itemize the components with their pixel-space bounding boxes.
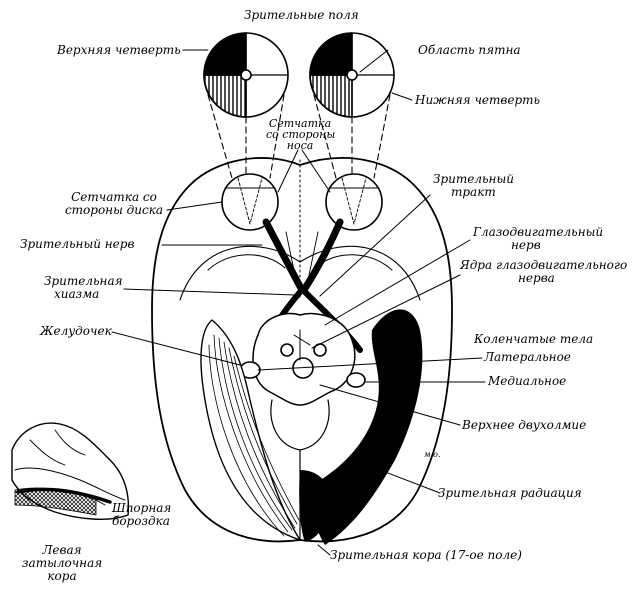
label-optic-tract-line1: Зрительный [433, 172, 514, 186]
label-geniculate-bodies: Коленчатые тела [474, 332, 594, 346]
lateral-ventricle [200, 319, 301, 541]
left-visual-field-circle [203, 32, 289, 118]
right-optic-radiation [311, 309, 423, 545]
label-temporal-retina-line1: Сетчатка со [71, 190, 157, 204]
label-calcarine-sulcus-line2: бороздка [112, 514, 170, 528]
label-nasal-retina-line2: со стороны [266, 128, 336, 141]
label-optic-chiasm-line1: Зрительная [44, 274, 123, 288]
title-visual-fields: Зрительные поля [244, 8, 359, 22]
label-left-occipital-line2: затылочная [22, 556, 103, 570]
label-calcarine-sulcus-line1: Шпорная [112, 501, 172, 515]
label-optic-chiasm-line2: хиазма [54, 287, 100, 301]
right-eyeball [325, 173, 383, 231]
label-optic-nerve: Зрительный нерв [20, 237, 135, 251]
label-visual-cortex: Зрительная кора (17-ое поле) [330, 548, 522, 562]
label-optic-chiasm: Зрительная хиазма [44, 275, 123, 301]
label-nasal-retina-line3: носа [286, 139, 314, 152]
label-calcarine-sulcus: Шпорная бороздка [112, 502, 171, 528]
right-visual-cortex [299, 470, 330, 542]
label-left-occipital-line1: Левая [42, 543, 82, 557]
label-nasal-retina: Сетчатка со стороны носа [266, 117, 336, 152]
label-nasal-retina-line1: Сетчатка [268, 117, 332, 130]
artist-signature: м.о. [424, 450, 441, 459]
label-optic-radiation: Зрительная радиация [438, 486, 582, 500]
label-left-occipital-line3: кора [47, 569, 77, 583]
medial-geniculate-body [346, 372, 366, 388]
label-optic-tract: Зрительный тракт [433, 173, 514, 199]
occipital-inset [11, 422, 130, 520]
label-temporal-retina: Сетчатка со стороны диска [62, 191, 166, 217]
label-temporal-retina-line2: стороны диска [64, 203, 164, 217]
label-ventricle: Желудочек [40, 324, 112, 338]
right-optic-nerve [300, 218, 344, 294]
left-optic-nerve [262, 218, 306, 294]
label-medial-geniculate: Медиальное [488, 374, 567, 388]
label-oculomotor-nuclei: Ядра глазодвигательного нерва [460, 259, 627, 285]
label-left-occipital-cortex: Левая затылочная кора [22, 544, 102, 583]
label-oculomotor-nerve: Глазодвигательный нерв [473, 226, 603, 252]
label-superior-colliculus: Верхнее двухолмие [462, 418, 587, 432]
label-optic-tract-line2: тракт [451, 185, 496, 199]
label-upper-quarter: Верхняя четверть [57, 43, 181, 57]
label-oculomotor-nuclei-line2: нерва [518, 271, 555, 285]
label-macula-area: Область пятна [418, 43, 521, 57]
label-lateral-geniculate: Латеральное [484, 350, 571, 364]
right-visual-field-circle [309, 32, 395, 118]
midbrain [252, 312, 356, 406]
label-oculomotor-nuclei-line1: Ядра глазодвигательного [460, 258, 628, 272]
label-oculomotor-nerve-line1: Глазодвигательный [473, 225, 604, 239]
label-oculomotor-nerve-line2: нерв [511, 238, 541, 252]
label-lower-quarter: Нижняя четверть [415, 93, 541, 107]
